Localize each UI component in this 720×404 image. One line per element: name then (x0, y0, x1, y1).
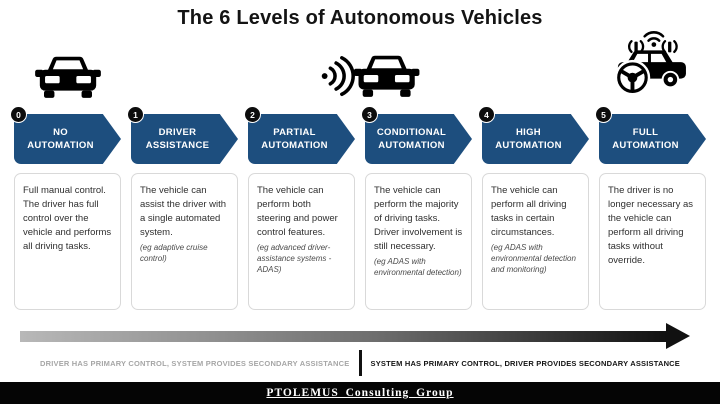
level-description: The vehicle can perform the majority of … (374, 185, 463, 252)
brand-logo: PTOLEMUS Consulting Group (266, 387, 454, 399)
level-name-line1: PARTIAL (273, 127, 316, 138)
level-name-line2: AUTOMATION (378, 140, 445, 151)
level-column-2: 2 PARTIAL AUTOMATION The vehicle can per… (244, 106, 355, 310)
level-description-card: The vehicle can perform all driving task… (482, 173, 589, 310)
level-description: The vehicle can assist the driver with a… (140, 185, 227, 238)
footer-bar: PTOLEMUS Consulting Group (0, 382, 720, 404)
control-captions: DRIVER HAS PRIMARY CONTROL, SYSTEM PROVI… (0, 350, 720, 376)
levels-row: 0 NO AUTOMATION Full manual control. The… (0, 106, 720, 310)
wifi-antenna-icon (628, 31, 678, 54)
level-number-badge: 4 (478, 106, 495, 123)
level-name-line2: AUTOMATION (27, 140, 94, 151)
level-column-5: 5 FULL AUTOMATION The driver is no longe… (595, 106, 706, 310)
level-name-line1: HIGH (516, 127, 541, 138)
caption-divider (358, 350, 362, 376)
level-name-line2: AUTOMATION (261, 140, 328, 151)
level-description-card: The vehicle can perform both steering an… (248, 173, 355, 310)
level-number-badge: 3 (361, 106, 378, 123)
level-number-badge: 0 (10, 106, 27, 123)
level-banner: NO AUTOMATION (14, 114, 121, 164)
level-name-line1: NO (53, 127, 68, 138)
level-description: The driver is no longer necessary as the… (608, 185, 694, 266)
page-title: The 6 Levels of Autonomous Vehicles (177, 7, 543, 29)
level-description-card: The driver is no longer necessary as the… (599, 173, 706, 310)
level-name-line1: CONDITIONAL (376, 127, 447, 138)
system-primary-label: SYSTEM HAS PRIMARY CONTROL, DRIVER PROVI… (370, 358, 681, 368)
level-description-card: The vehicle can assist the driver with a… (131, 173, 238, 310)
level-number-badge: 5 (595, 106, 612, 123)
level-description: The vehicle can perform all driving task… (491, 185, 567, 238)
level-name-line2: AUTOMATION (495, 140, 562, 151)
car-front-with-signal-waves-icon (321, 50, 421, 100)
level-name-line2: AUTOMATION (612, 140, 679, 151)
level-banner: FULL AUTOMATION (599, 114, 706, 164)
level-description: The vehicle can perform both steering an… (257, 185, 338, 238)
level-banner: HIGH AUTOMATION (482, 114, 589, 164)
signal-waves-icon (321, 56, 355, 97)
driver-primary-label: DRIVER HAS PRIMARY CONTROL, SYSTEM PROVI… (39, 358, 350, 368)
level-example: (eg advanced driver-assistance systems -… (257, 243, 332, 274)
level-banner: PARTIAL AUTOMATION (248, 114, 355, 164)
level-name-line2: ASSISTANCE (145, 140, 210, 151)
level-description-card: Full manual control. The driver has full… (14, 173, 121, 310)
vehicle-icons-row (0, 30, 720, 100)
level-name-line1: FULL (632, 127, 659, 138)
connected-car-with-steering-wheel-icon (606, 30, 692, 100)
level-column-4: 4 HIGH AUTOMATION The vehicle can perfor… (478, 106, 589, 310)
arrow-bar (20, 330, 666, 342)
level-column-3: 3 CONDITIONAL AUTOMATION The vehicle can… (361, 106, 472, 310)
level-example: (eg ADAS with environmental detection) (374, 257, 462, 277)
steering-wheel-icon (614, 59, 651, 96)
level-description-card: The vehicle can perform the majority of … (365, 173, 472, 310)
level-name-line1: DRIVER (158, 127, 197, 138)
car-front-icon (34, 52, 102, 100)
level-description: Full manual control. The driver has full… (23, 185, 112, 252)
level-number-badge: 1 (127, 106, 144, 123)
level-example: (eg ADAS with environmental detection an… (491, 243, 576, 274)
control-gradient-arrow (0, 323, 720, 349)
level-example: (eg adaptive cruise control) (140, 243, 208, 263)
level-number-badge: 2 (244, 106, 261, 123)
level-banner: CONDITIONAL AUTOMATION (365, 114, 472, 164)
level-column-0: 0 NO AUTOMATION Full manual control. The… (10, 106, 121, 310)
arrow-head-icon (666, 323, 690, 349)
level-banner: DRIVER ASSISTANCE (131, 114, 238, 164)
level-column-1: 1 DRIVER ASSISTANCE The vehicle can assi… (127, 106, 238, 310)
